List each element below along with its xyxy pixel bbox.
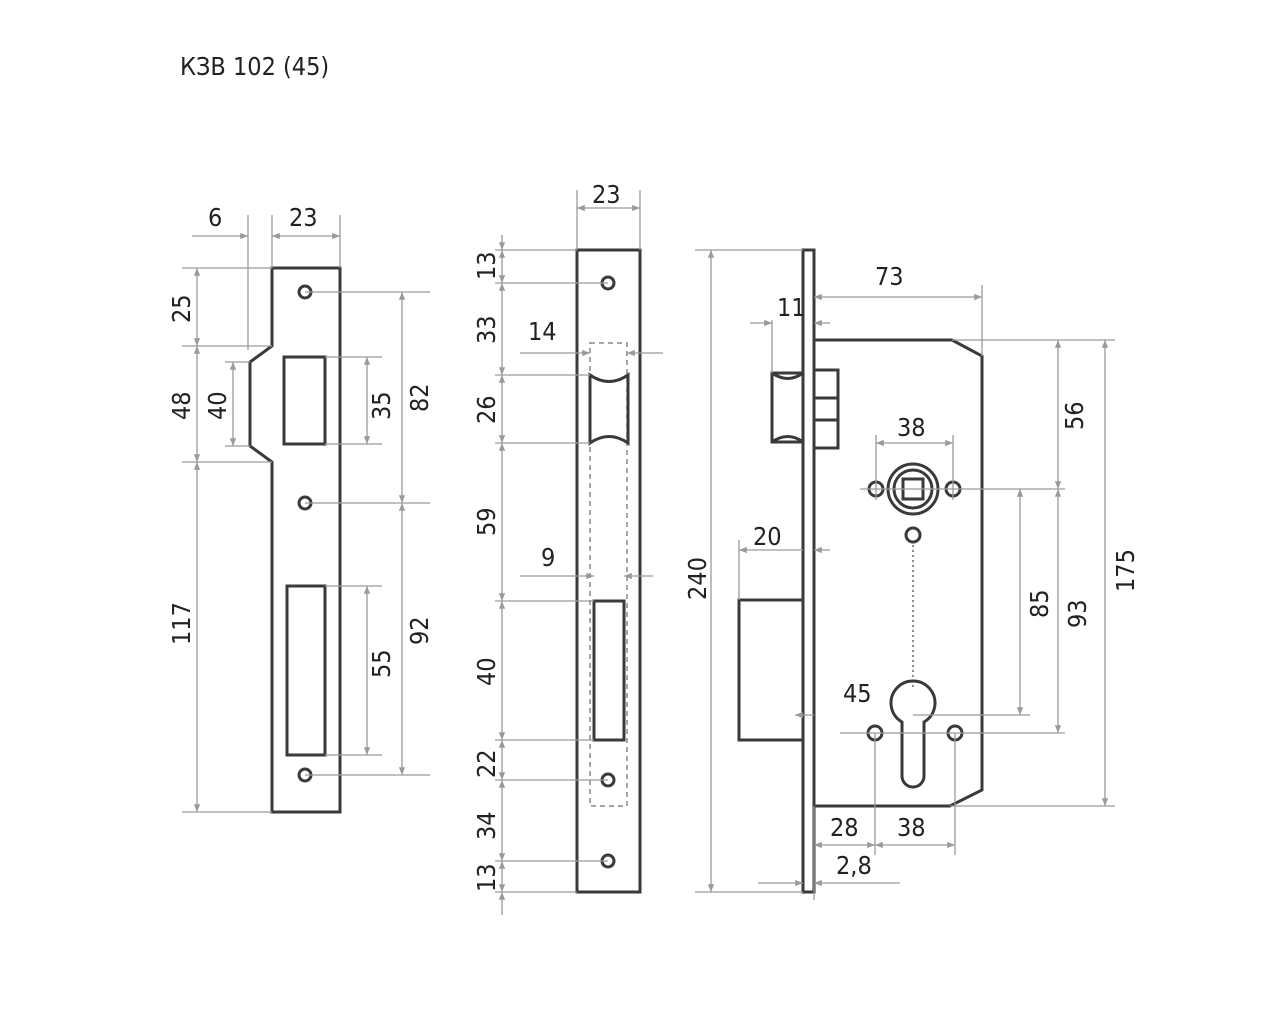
dim-label: 35: [367, 391, 396, 420]
dim-label: 40: [203, 391, 232, 420]
dim-label: 23: [592, 180, 621, 209]
dim-label: 38: [897, 413, 926, 442]
dim-label: 33: [472, 315, 501, 344]
dim-label: 55: [367, 649, 396, 678]
faceplate: 23 13 33 14 26 59 9 40 22 34 13: [472, 180, 663, 915]
dim-label: 73: [875, 262, 904, 291]
dim-label: 23: [289, 203, 318, 232]
dim-label: 38: [897, 813, 926, 842]
dim-label: 92: [405, 616, 434, 645]
dim-label: 9: [541, 543, 555, 572]
dim-label: 34: [472, 811, 501, 840]
dim-label: 2,8: [836, 851, 872, 880]
strike-plate: 6 23 25 48 40 35 82 117 55 92: [167, 203, 434, 814]
dim-label: 56: [1060, 401, 1089, 430]
dim-label: 11: [777, 293, 806, 322]
dim-label: 13: [472, 251, 501, 280]
dim-label: 13: [472, 863, 501, 892]
dim-label: 25: [167, 294, 196, 323]
dim-label: 240: [683, 557, 712, 600]
dim-label: 82: [405, 383, 434, 412]
dim-label: 59: [472, 507, 501, 536]
dim-label: 20: [753, 522, 782, 551]
drawing-title: КЗВ 102 (45): [180, 52, 329, 81]
dim-label: 48: [167, 391, 196, 420]
dim-label: 6: [208, 203, 222, 232]
dim-label: 85: [1025, 589, 1054, 618]
dim-label: 26: [472, 395, 501, 424]
dim-label: 14: [528, 317, 557, 346]
lock-body: 240 73 11 38 56 20 85 93 175 45 28 38 2,…: [683, 248, 1140, 900]
dim-label: 40: [472, 657, 501, 686]
dim-label: 93: [1063, 599, 1092, 628]
dim-label: 117: [167, 602, 196, 645]
dim-label: 22: [472, 749, 501, 778]
dim-label: 28: [830, 813, 859, 842]
dim-label: 45: [843, 679, 872, 708]
dim-label: 175: [1111, 549, 1140, 592]
